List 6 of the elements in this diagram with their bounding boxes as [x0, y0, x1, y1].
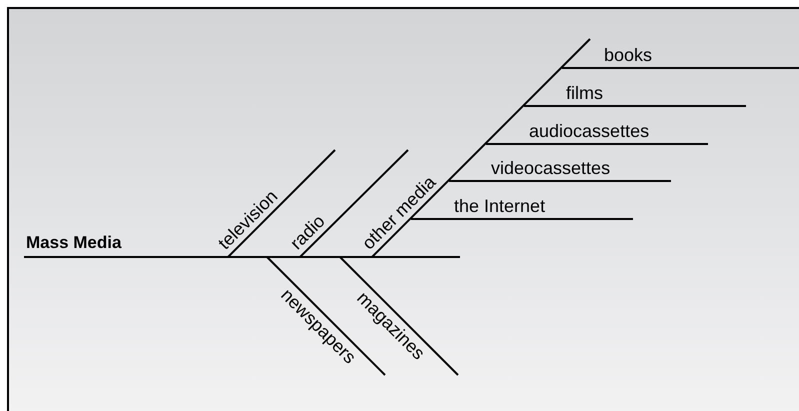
branch-label: books	[604, 44, 652, 66]
branch-label: videocassettes	[491, 157, 610, 179]
branch-label: audiocassettes	[529, 120, 650, 142]
branch-label: the Internet	[454, 195, 546, 217]
main-topic-label: Mass Media	[26, 232, 122, 254]
branch-label: films	[566, 82, 603, 104]
